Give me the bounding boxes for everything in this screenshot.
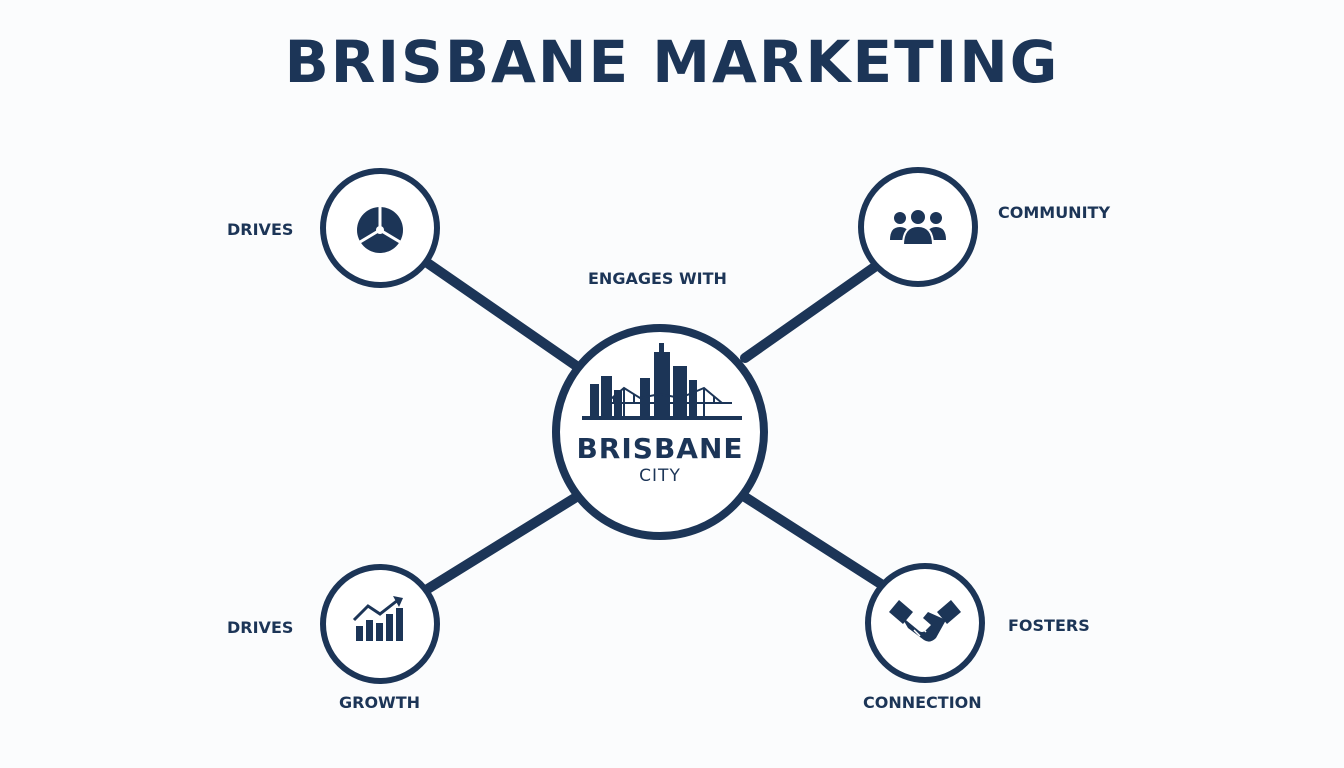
center-node-subtitle: CITY (639, 466, 681, 486)
label-top-left: DRIVES (227, 220, 294, 239)
connector-top-right (740, 261, 881, 363)
node-bottom-left (320, 564, 440, 684)
connector-bottom-left (421, 491, 583, 595)
label-bottom-right-side: FOSTERS (1008, 616, 1090, 635)
node-center (552, 324, 768, 540)
center-node-name: BRISBANE (576, 432, 744, 465)
diagram-title: BRISBANE MARKETING (284, 28, 1060, 96)
label-top-right: COMMUNITY (998, 203, 1111, 222)
connector-top-left (421, 257, 580, 370)
node-top-left (320, 168, 440, 288)
node-bottom-right (865, 563, 985, 683)
bridge-icon (605, 386, 732, 416)
pie-chart-icon (357, 206, 403, 253)
label-bottom-left-below: GROWTH (339, 693, 421, 712)
connector-bottom-right (740, 492, 889, 591)
node-top-right (858, 167, 978, 287)
label-bottom-left-side: DRIVES (227, 618, 294, 637)
label-top-center: ENGAGES WITH (588, 269, 727, 288)
connectors (421, 257, 889, 595)
growth-chart-icon (352, 596, 403, 641)
label-bottom-right-below: CONNECTION (863, 693, 982, 712)
community-icon (890, 208, 946, 246)
handshake-icon (889, 600, 961, 642)
